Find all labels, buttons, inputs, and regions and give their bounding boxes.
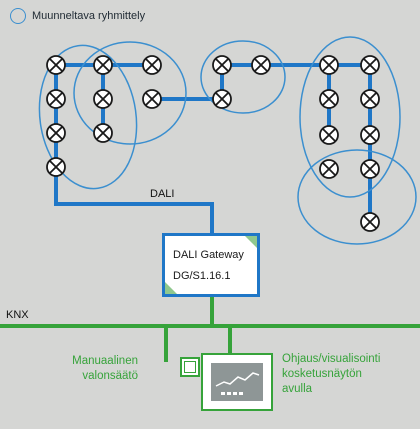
manual-dimmer-label: Manuaalinen valonsäätö [18,354,138,384]
lamp-icon [360,159,380,179]
trend-graph-icon [215,372,260,395]
lamp-icon [360,89,380,109]
group-outline [38,44,138,190]
group-outline [73,41,187,145]
gateway-name: DALI Gateway [173,249,244,261]
lamp-icon [142,89,162,109]
lamp-icon [93,89,113,109]
lamp-icon [360,125,380,145]
dali-gateway-box: DALI Gateway DG/S1.16.1 [162,233,260,297]
knx-wiring [0,296,420,362]
lamp-icon [212,55,232,75]
lamp-icon [319,89,339,109]
lamp-symbols [46,55,380,232]
group-outline [297,149,417,245]
gateway-corner-accent [165,282,177,294]
legend-label: Muunneltava ryhmittely [32,10,146,22]
lamp-icon [93,123,113,143]
lamp-icon [319,159,339,179]
touch-panel-icon [201,353,273,411]
gateway-model: DG/S1.16.1 [173,270,231,282]
lamp-icon [251,55,271,75]
touch-panel-label-line: avulla [282,383,313,395]
group-outline-legend-icon [10,8,26,24]
lamp-icon [46,123,66,143]
group-outline [299,36,401,198]
touch-panel-label: Ohjaus/visualisointi kosketusnäytön avul… [282,352,418,397]
group-outline [200,40,286,114]
lamp-icon [319,125,339,145]
lamp-icon [93,55,113,75]
lamp-icon [212,89,232,109]
lamp-icon [142,55,162,75]
manual-dimmer-switch-icon [180,357,200,377]
touch-panel-label-line: Ohjaus/visualisointi [282,353,381,365]
manual-dimmer-label-line: Manuaalinen [72,355,138,367]
group-outlines [38,36,417,245]
lamp-icon [46,89,66,109]
lamp-icon [360,55,380,75]
lamp-icon [360,212,380,232]
legend: Muunneltava ryhmittely [10,8,145,24]
lamp-icon [46,157,66,177]
knx-bus-label: KNX [6,309,29,321]
dali-bus-label: DALI [150,188,175,200]
gateway-corner-accent [245,236,257,248]
touch-screen-display [211,363,263,401]
lamp-icon [319,55,339,75]
manual-dimmer-label-line: valonsäätö [82,370,138,382]
touch-panel-label-line: kosketusnäytön [282,368,362,380]
lamp-icon [46,55,66,75]
